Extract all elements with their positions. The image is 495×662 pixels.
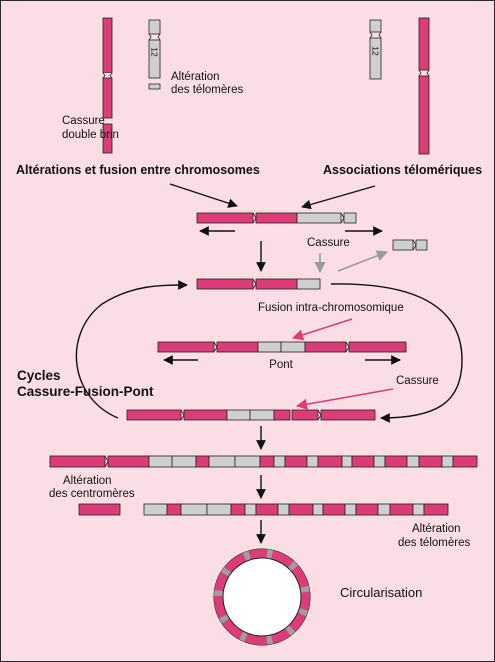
telomere-alteration-bottom-label-2: des télomères — [398, 537, 470, 549]
heading-telomeric-associations: Associations télomériques — [323, 163, 482, 177]
ring-gray-segment — [221, 567, 232, 577]
cycles-label-1: Cycles — [17, 368, 61, 383]
telomere-alteration-bottom-label-1: Altération — [412, 523, 461, 535]
fragmented-chromosome-row6 — [78, 503, 449, 516]
ring-gray-segment — [266, 634, 274, 645]
ring-gray-segment — [242, 550, 251, 562]
arrow-left-to-fusion — [169, 183, 238, 208]
telomere-alteration-top-label-2: des télomères — [171, 84, 243, 96]
broken-chromosome-row2 — [196, 278, 321, 290]
double-break-label-2: double brin — [62, 129, 119, 141]
bridge-label: Pont — [269, 359, 293, 371]
chromosome-number-right: 12 — [371, 46, 381, 56]
amplified-chromosome-row5 — [49, 455, 478, 468]
ring-gray-segments — [214, 549, 310, 645]
heading-alterations-fusion: Altérations et fusion entre chromosomes — [16, 163, 260, 177]
gray-fragment — [392, 239, 428, 251]
ring-gray-segment — [287, 561, 298, 572]
magenta-arrow-break — [295, 388, 394, 410]
chromosome-row4 — [126, 409, 376, 421]
break-label-1: Cassure — [307, 237, 350, 249]
cycle-arrow-left — [75, 280, 188, 419]
ring-band — [214, 549, 310, 645]
cycles-label-2: Cassure-Fusion-Pont — [17, 384, 154, 399]
ring-gray-segment — [297, 608, 309, 617]
arrow-right-to-fusion — [301, 185, 376, 210]
ring-gray-segment — [239, 631, 248, 642]
telomere-alteration-top-label-1: Altération — [171, 71, 220, 83]
double-break-label-1: Cassure — [62, 115, 105, 127]
ring-gray-segment — [299, 585, 310, 593]
bridge-chromosome — [157, 341, 407, 353]
ring-inner — [222, 557, 302, 637]
centromere-alteration-label-2: des centromères — [49, 488, 135, 500]
ring-gray-segment — [219, 614, 230, 624]
dicentric-chromosome — [196, 212, 357, 224]
centromere-alteration-label-1: Altération — [63, 475, 112, 487]
magenta-chromosome-right — [418, 17, 430, 155]
gray-chromosome-12-right — [369, 19, 382, 80]
magenta-arrow-fusion — [291, 318, 353, 341]
broken-chromosome-left — [102, 17, 113, 154]
break-label-2: Cassure — [396, 375, 439, 387]
ring-gray-segment — [266, 549, 274, 560]
chromosome-number-left: 12 — [150, 47, 160, 57]
cycle-arrow-right — [330, 283, 463, 423]
intra-fusion-label: Fusion intra-chromosomique — [258, 302, 404, 314]
ring-chromosome — [213, 548, 311, 646]
circularisation-label: Circularisation — [340, 585, 422, 600]
ring-gray-segment — [285, 625, 296, 636]
gray-arrow-diagonal — [337, 250, 389, 272]
gray-chromosome-12-left — [148, 19, 161, 90]
